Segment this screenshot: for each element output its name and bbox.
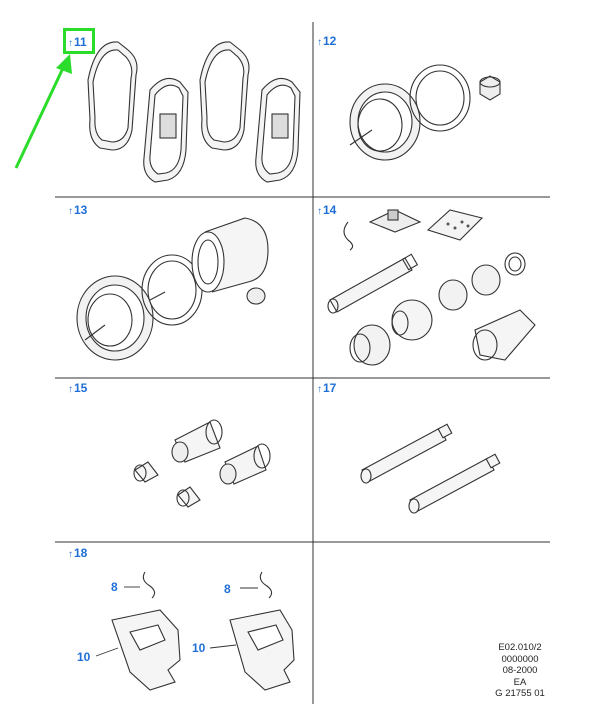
clip-bracket-illustration xyxy=(111,571,295,691)
panel-label-12: ↑12 xyxy=(317,34,337,48)
callout-clip-b: 8 xyxy=(224,582,231,596)
brake-pads-illustration xyxy=(87,41,301,183)
panel-label-14: ↑14 xyxy=(317,203,337,217)
drawing-reference-block: E02.010/2 0000000 08-2000 EA G 21755 01 xyxy=(470,642,570,700)
seal-kit-illustration xyxy=(349,64,501,161)
panel-label-15: ↑15 xyxy=(68,381,88,395)
reference-line-3: 08-2000 xyxy=(502,665,538,676)
callout-bracket-a: 10 xyxy=(77,650,91,664)
reference-line-2: 0000000 xyxy=(501,653,539,665)
panel-grid xyxy=(55,22,550,704)
annotation-arrow xyxy=(14,54,72,169)
guide-pins-illustration xyxy=(360,423,501,514)
panel-label-17: ↑17 xyxy=(317,381,337,395)
bushing-kit-illustration xyxy=(133,419,271,508)
callout-leaders xyxy=(95,586,258,657)
callout-clip-a: 8 xyxy=(111,580,118,594)
reference-line-5: G 21755 01 xyxy=(495,688,545,699)
piston-kit-illustration xyxy=(76,217,269,361)
panel-label-13: ↑13 xyxy=(68,203,88,217)
panel-label-11: ↑11 xyxy=(68,35,87,49)
panel-label-18: ↑18 xyxy=(68,546,88,560)
callout-bracket-b: 10 xyxy=(192,641,206,655)
guide-pin-kit-illustration xyxy=(327,209,536,366)
reference-line-1: E02.010/2 xyxy=(498,642,542,653)
highlight-box xyxy=(63,28,95,54)
reference-line-4: EA xyxy=(513,676,527,688)
